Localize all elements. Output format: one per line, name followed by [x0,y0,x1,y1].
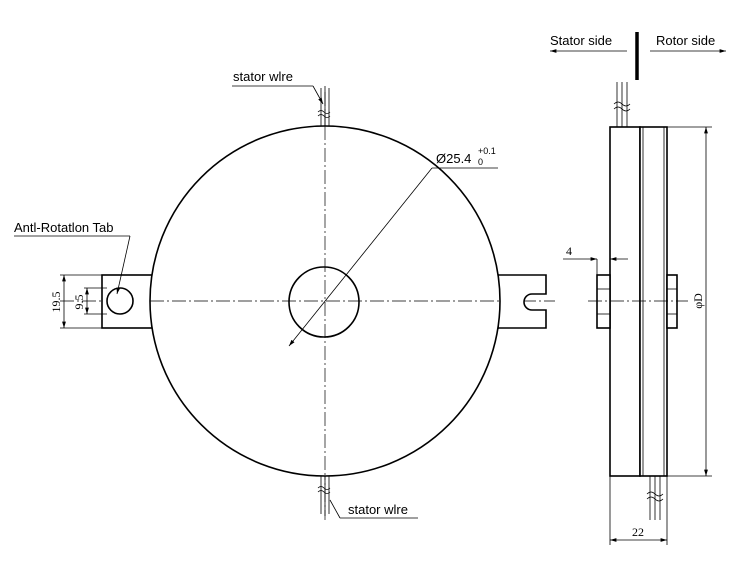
stator-side-label: Stator side [550,33,612,48]
stator-wire-label-top: stator wlre [233,69,293,84]
bore-tolerance-lower: 0 [478,157,483,167]
rotor-side-label: Rotor side [656,33,715,48]
outer-diameter-dimension: φD [691,293,705,309]
anti-rotation-tab-label: Antl-Rotatlon Tab [14,220,114,235]
side-wires-bottom [646,476,664,520]
side-view: Stator side Rotor side [550,32,726,545]
stator-wires-top [317,86,331,126]
stator-wires-bottom [317,476,331,516]
width-dimension: 22 [632,525,644,539]
bore-tolerance-upper: +0.1 [478,146,496,156]
front-view: Ø25.4 +0.1 0 stator wlre stator wlre [14,69,555,520]
tab-slot-dimension: 9.5 [72,295,86,310]
stator-body [609,126,641,477]
flange-dimension: 4 [566,244,572,258]
stator-wire-label-bottom: stator wlre [348,502,408,517]
rotor-body [639,126,668,477]
bore-diameter-label: Ø25.4 [436,151,471,166]
bore [288,266,360,338]
side-wires-top [613,82,631,127]
tab-height-dimension: 19.5 [49,292,63,313]
